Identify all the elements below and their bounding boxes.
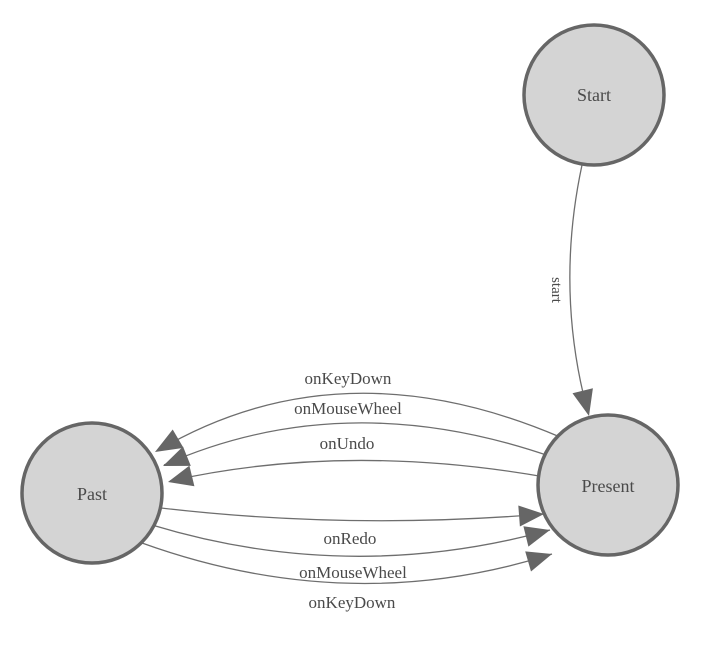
edge-label-onmousewheel-bottom: onMouseWheel (299, 563, 407, 582)
node-start-label: Start (577, 85, 611, 105)
edge-past-to-present-onmousewheel[interactable] (151, 524, 551, 557)
node-past-circle (20, 421, 164, 565)
node-present[interactable]: Present (536, 413, 680, 557)
edge-label-onundo: onUndo (320, 434, 375, 453)
edge-label-start: start (548, 277, 564, 304)
arrowheads-layer (155, 388, 593, 572)
edge-label-onkeydown-top: onKeyDown (305, 369, 392, 388)
edge-present-to-past-onmousewheel[interactable] (163, 422, 553, 466)
edge-past-to-present-onkeydown[interactable] (141, 542, 553, 585)
edge-present-to-past-onundo[interactable] (169, 459, 546, 482)
node-past[interactable]: Past (20, 421, 164, 565)
arrowhead-past-to-present-onredo (518, 505, 544, 527)
edge-present-to-past-onkeydown[interactable] (156, 392, 561, 452)
node-start-circle (522, 23, 666, 167)
edge-labels-layer: start onKeyDown onMouseWheel onUndo onRe… (293, 276, 566, 614)
edge-label-onredo: onRedo (324, 529, 377, 548)
arrowhead-past-to-present-onmousewheel (523, 526, 550, 547)
edge-label-onmousewheel-top: onMouseWheel (294, 399, 402, 418)
arrowhead-past-to-present-onkeydown (525, 551, 552, 572)
edges-layer (141, 164, 589, 585)
node-present-circle (536, 413, 680, 557)
edge-label-onkeydown-bottom: onKeyDown (309, 593, 396, 612)
node-past-label: Past (77, 484, 107, 504)
edge-start-to-present[interactable] (569, 164, 589, 414)
arrowhead-start-to-present (572, 388, 593, 416)
edge-past-to-present-onredo[interactable] (160, 507, 545, 522)
arrowhead-present-to-past-onmousewheel (163, 446, 191, 466)
arrowhead-present-to-past-onundo (168, 465, 195, 487)
node-present-label: Present (582, 476, 635, 496)
arrowhead-present-to-past-onkeydown (155, 429, 184, 452)
node-start[interactable]: Start (522, 23, 666, 167)
